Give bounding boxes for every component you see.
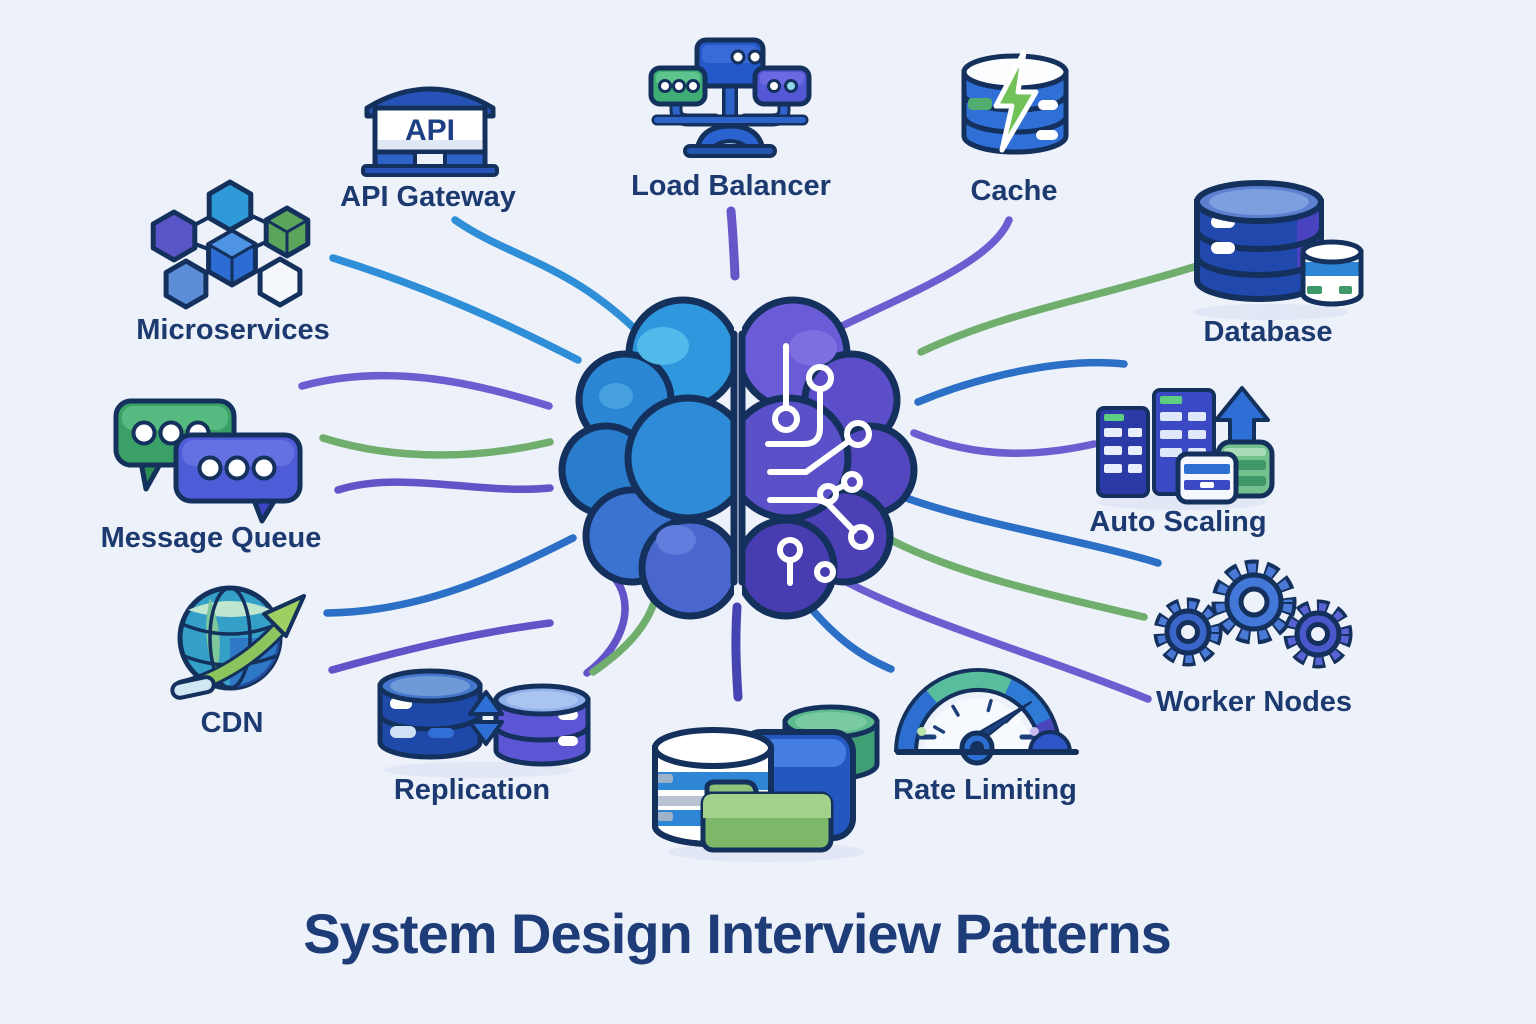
page-title: System Design Interview Patterns <box>303 902 1171 965</box>
connector-database <box>917 262 1201 356</box>
storage-cluster-icon <box>652 704 880 853</box>
label-worker-nodes: Worker Nodes <box>1155 686 1353 718</box>
label-load-balancer: Load Balancer <box>631 170 831 202</box>
ai-brain-icon <box>558 296 918 620</box>
api-gateway-icon: API <box>361 86 499 177</box>
circuit-traces <box>765 343 874 586</box>
connector-cdn <box>323 534 577 617</box>
microservices-icon <box>150 179 311 310</box>
message-queue-icon <box>113 398 303 524</box>
gear-large <box>1211 559 1297 645</box>
gear-right <box>1283 599 1353 669</box>
replication-icon <box>377 668 591 767</box>
label-replication: Replication <box>393 774 551 806</box>
connector-worker-blue <box>889 489 1162 567</box>
connector-microservices <box>329 254 582 364</box>
label-auto-scaling: Auto Scaling <box>1089 506 1267 538</box>
cache-icon <box>961 49 1069 155</box>
label-cache: Cache <box>970 175 1058 207</box>
connector-api-gateway <box>451 216 640 334</box>
label-cdn: CDN <box>200 707 264 739</box>
connector-cache <box>834 216 1013 332</box>
cdn-icon <box>170 585 306 700</box>
worker-nodes-icon <box>1153 559 1353 669</box>
connector-message-queue <box>298 371 553 410</box>
auto-scaling-icon <box>1096 386 1275 505</box>
connector-storage <box>731 602 743 702</box>
connector-left-green <box>319 434 554 459</box>
connector-right-purple <box>910 429 1098 457</box>
label-rate-limiting: Rate Limiting <box>893 774 1077 806</box>
label-message-queue: Message Queue <box>100 522 322 554</box>
api-sign-text: API <box>405 114 455 147</box>
label-microservices: Microservices <box>136 314 330 346</box>
connector-cdn-purple <box>328 619 554 674</box>
connector-left-purple <box>334 478 554 494</box>
label-api-gateway: API Gateway <box>340 181 516 213</box>
gear-left <box>1153 597 1223 667</box>
database-icon <box>1194 180 1364 307</box>
connector-auto-scaling <box>914 358 1128 406</box>
connector-worker-green <box>887 536 1148 621</box>
load-balancer-icon <box>648 37 812 158</box>
rate-limiting-icon <box>894 668 1079 766</box>
label-database: Database <box>1203 316 1333 348</box>
connector-load-balancer <box>726 206 740 281</box>
connector-worker-purple <box>835 574 1152 703</box>
